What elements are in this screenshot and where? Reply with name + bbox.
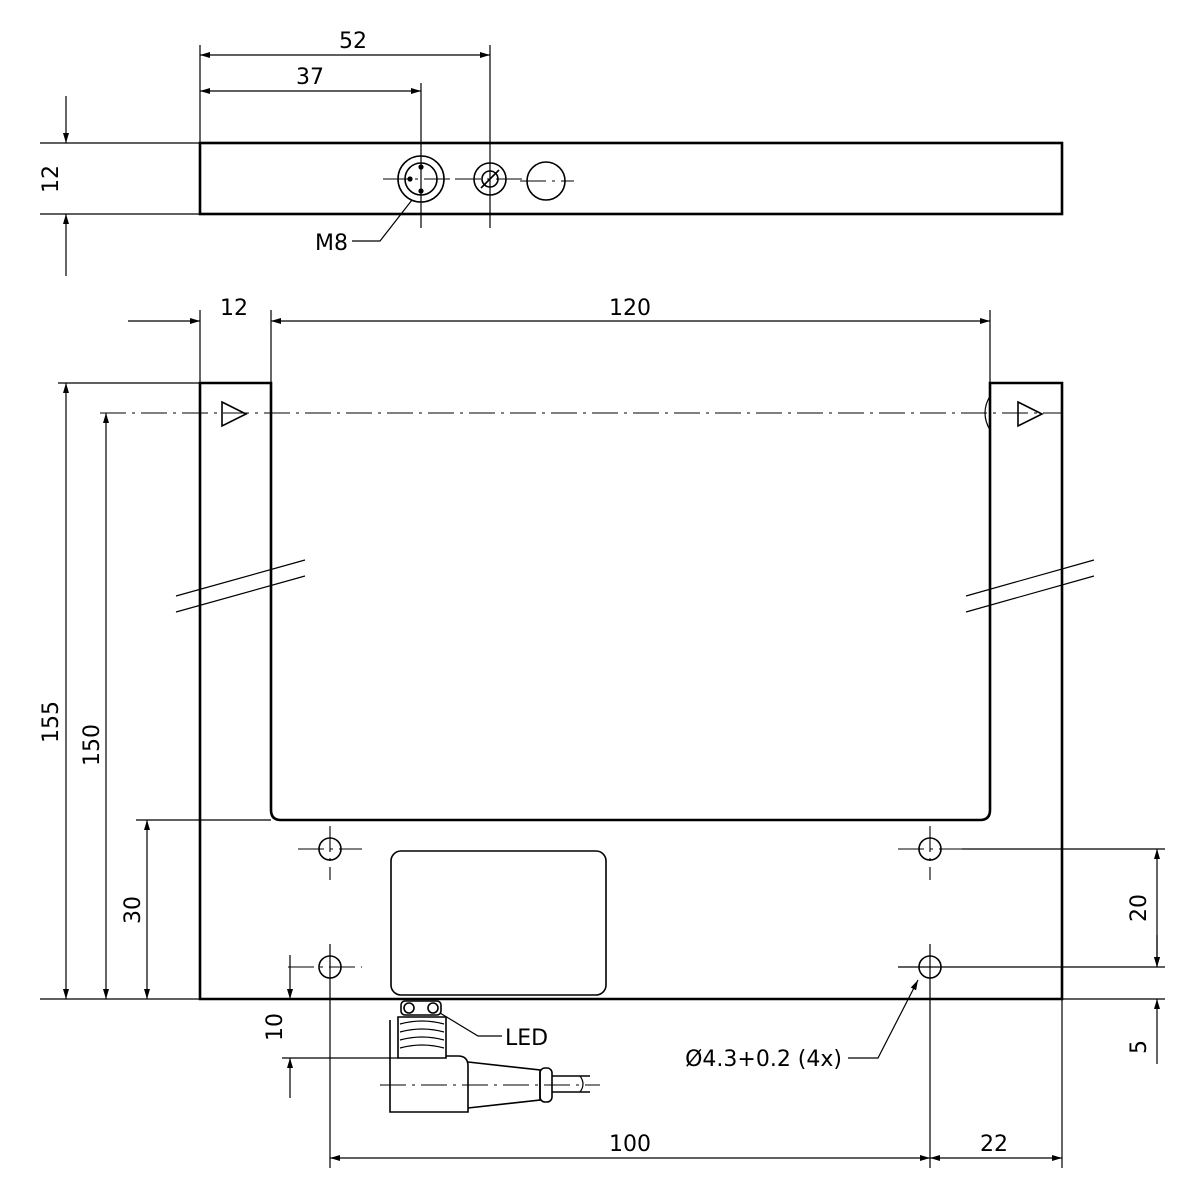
adjuster-screw (455, 45, 525, 228)
dim-22: 22 (980, 1132, 1008, 1157)
mounting-hole-bottom-left (288, 944, 362, 1168)
fork-body-outline (198, 381, 1064, 1001)
mounting-hole-bottom-right (898, 944, 1165, 1168)
dim-12-height: 12 (39, 165, 64, 193)
m8-connector (383, 83, 459, 228)
mounting-hole-top-right (898, 826, 1165, 880)
dim-10: 10 (263, 1013, 288, 1041)
mounting-hole-top-left (298, 826, 362, 880)
dim-52: 52 (339, 29, 367, 54)
dim-12-width: 12 (220, 296, 248, 321)
led-window (520, 161, 574, 201)
dim-155: 155 (39, 701, 64, 743)
dim-150: 150 (80, 724, 105, 766)
dim-30: 30 (121, 896, 146, 924)
break-mark-left (175, 559, 306, 613)
break-mark-right (965, 559, 1095, 613)
receiver-arrow-icon (1017, 400, 1044, 428)
dim-20: 20 (1127, 894, 1152, 922)
dim-5: 5 (1127, 1040, 1152, 1054)
emitter-arrow-icon (221, 400, 248, 428)
plug-connector (380, 1000, 600, 1113)
front-view: LED Ø4.3+0.2 (4x) 12 120 155 150 30 20 5 (39, 296, 1165, 1168)
dim-37: 37 (296, 65, 324, 90)
label-led: LED (505, 1026, 548, 1051)
top-view: 52 37 12 M8 (39, 29, 1064, 276)
label-hole: Ø4.3+0.2 (4x) (685, 1047, 842, 1072)
label-m8: M8 (315, 231, 348, 256)
label-plate (390, 850, 607, 996)
top-view-body (198, 141, 1064, 216)
dim-100: 100 (609, 1132, 651, 1157)
dim-120: 120 (609, 296, 651, 321)
